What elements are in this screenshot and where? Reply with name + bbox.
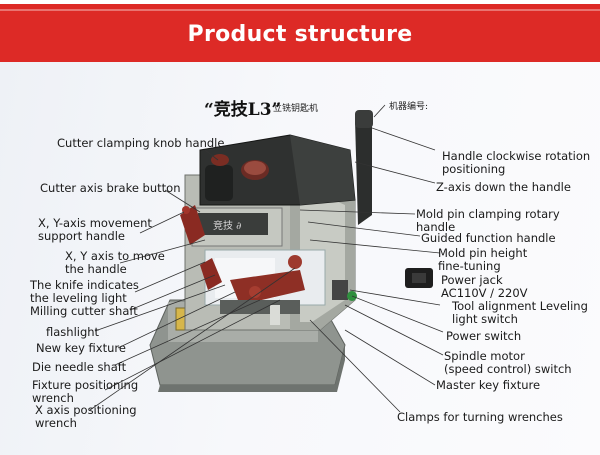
- label-power-switch: Power switch: [446, 329, 522, 343]
- label-handle-clockwise-rotation: Handle clockwise rotation positioning: [442, 149, 591, 176]
- label-fixture-positioning-wrench: Fixture positioning wrench: [32, 378, 139, 405]
- model-subtitle: 立铣钥匙机: [273, 104, 319, 114]
- page-title: Product structure: [187, 22, 413, 47]
- svg-text:竞技 ∂: 竞技 ∂: [213, 219, 241, 232]
- machine-number-label: 机器编号:: [389, 102, 429, 112]
- label-mold-pin-height: Mold pin height fine-tuning: [438, 246, 528, 273]
- label-power-jack: Power jack AC110V / 220V: [441, 273, 528, 300]
- model-name: “竞技L3”: [204, 100, 282, 120]
- label-milling-cutter-shaft: Milling cutter shaft: [30, 304, 138, 318]
- label-x-axis-positioning-wrench: X axis positioning wrench: [35, 403, 137, 430]
- header-banner: Product structure: [0, 0, 600, 62]
- label-z-axis-down-handle: Z-axis down the handle: [436, 180, 571, 194]
- label-die-needle-shaft: Die needle shaft: [32, 360, 127, 374]
- label-xy-support-handle: X, Y-axis movement support handle: [38, 216, 152, 243]
- label-xy-move-handle: X, Y axis to move the handle: [65, 249, 165, 276]
- label-spindle-motor-switch: Spindle motor (speed control) switch: [444, 349, 572, 376]
- label-mold-pin-clamping-rotary: Mold pin clamping rotary handle: [416, 207, 560, 234]
- label-tool-alignment-switch: Tool alignment Leveling light switch: [452, 299, 588, 326]
- label-cutter-axis-brake: Cutter axis brake button: [40, 181, 181, 195]
- label-new-key-fixture: New key fixture: [36, 341, 126, 355]
- label-knife-leveling-light: The knife indicates the leveling light: [30, 278, 139, 305]
- label-flashlight: flashlight: [46, 325, 100, 339]
- label-master-key-fixture: Master key fixture: [436, 378, 541, 392]
- banner-rule: [0, 9, 600, 11]
- label-guided-function-handle: Guided function handle: [421, 231, 556, 245]
- label-clamps-turning-wrenches: Clamps for turning wrenches: [397, 410, 563, 424]
- label-cutter-clamping-knob: Cutter clamping knob handle: [57, 136, 225, 150]
